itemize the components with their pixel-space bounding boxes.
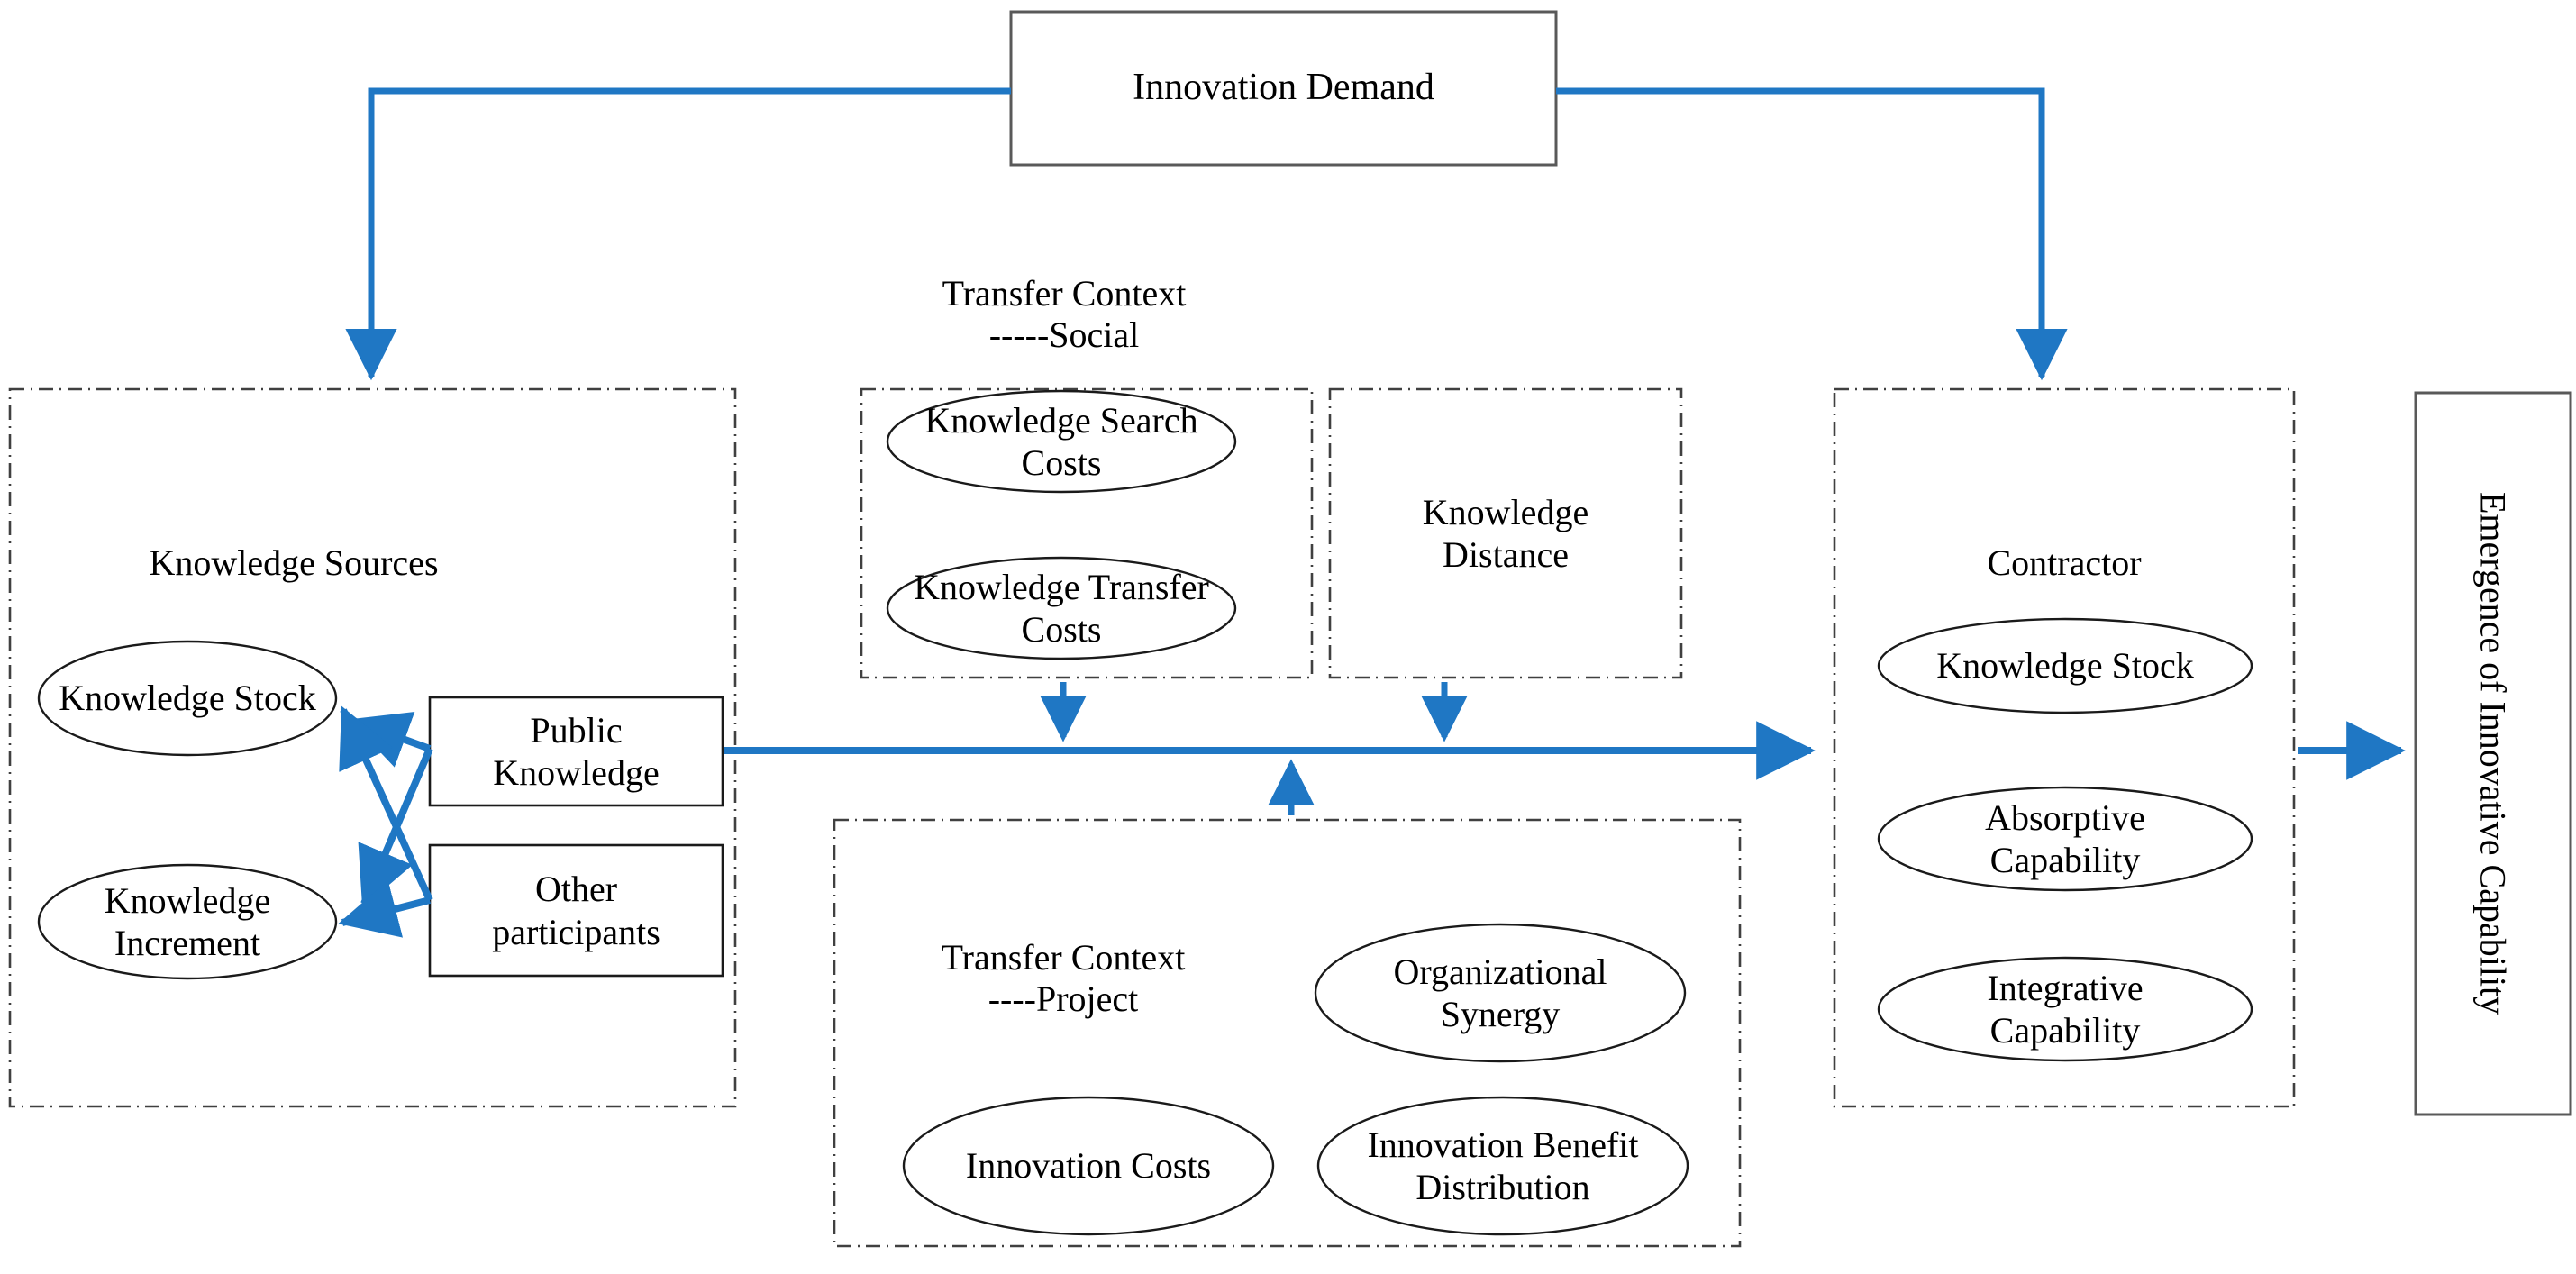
connector-demand-to-contractor	[1556, 87, 2068, 381]
ellipse-integrative-capability[interactable]	[1877, 956, 2253, 1062]
emergence-of-innovative-capability-label: Emergence of Innovative Capability	[2472, 492, 2514, 1015]
connector-other-participants-to-knowledge-stock	[339, 705, 433, 902]
ellipse-organizational-synergy[interactable]	[1314, 923, 1687, 1063]
ellipse-knowledge-increment[interactable]	[37, 863, 338, 980]
ellipse-knowledge-search-costs[interactable]	[886, 389, 1237, 494]
ellipse-absorptive-capability[interactable]	[1877, 786, 2253, 892]
ellipse-innovation-costs[interactable]	[902, 1096, 1275, 1236]
ellipse-innovation-benefit-distribution[interactable]	[1316, 1096, 1689, 1236]
box-other-participants[interactable]	[428, 843, 724, 978]
box-emergence-of-innovative-capability[interactable]	[2414, 391, 2572, 1116]
connector-other-participants-to-knowledge-increment	[338, 880, 431, 938]
ellipse-knowledge-stock-contractor[interactable]	[1877, 617, 2253, 714]
ellipse-knowledge-transfer-costs[interactable]	[886, 556, 1237, 660]
box-innovation-demand[interactable]	[1009, 10, 1558, 167]
box-public-knowledge[interactable]	[428, 696, 724, 807]
connector-demand-to-knowledge-sources	[345, 87, 1011, 381]
panel-knowledge-distance	[1328, 387, 1683, 679]
ellipse-knowledge-stock-source[interactable]	[37, 640, 338, 757]
